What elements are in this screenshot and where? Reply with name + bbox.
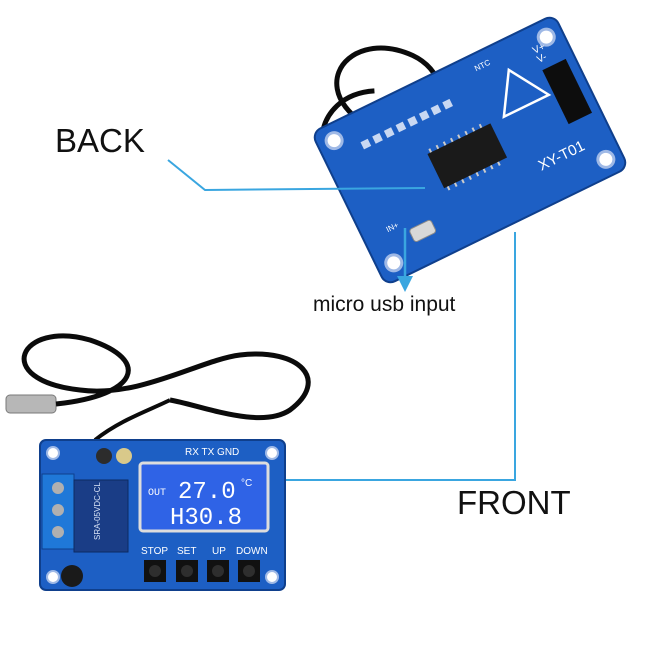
back-pin-vplus: V+ (531, 41, 547, 56)
usb-input-label: micro usb input (313, 293, 456, 316)
button-set (176, 560, 198, 582)
button-label-down: DOWN (236, 546, 268, 557)
lcd-setpoint: H30.8 (170, 505, 242, 532)
button-label-stop: STOP (141, 546, 168, 557)
button-label-up: UP (212, 546, 226, 557)
relay-text: SRA-05VDC-CL (93, 482, 102, 540)
lcd-out-label: OUT (148, 488, 166, 499)
temperature-probe (5, 394, 57, 414)
button-up (207, 560, 229, 582)
usb-arrow-head (397, 276, 413, 292)
lcd-temperature: 27.0 (178, 479, 236, 506)
front-label: FRONT (457, 484, 571, 521)
lcd-display (138, 461, 270, 533)
button-stop (144, 560, 166, 582)
back-label: BACK (55, 122, 145, 159)
button-down (238, 560, 260, 582)
lcd-unit: °C (241, 478, 252, 489)
front-board: RX TX GND SRA-05VDC-CL OUT 27.0 °C H30.8… (39, 439, 286, 591)
button-label-set: SET (177, 546, 196, 557)
back-pin-vminus: V- (535, 52, 548, 66)
back-callout-line (167, 159, 426, 192)
front-header-label: RX TX GND (185, 447, 239, 458)
back-board: XY-T01 V+ V- NTC IN+ (313, 16, 627, 284)
